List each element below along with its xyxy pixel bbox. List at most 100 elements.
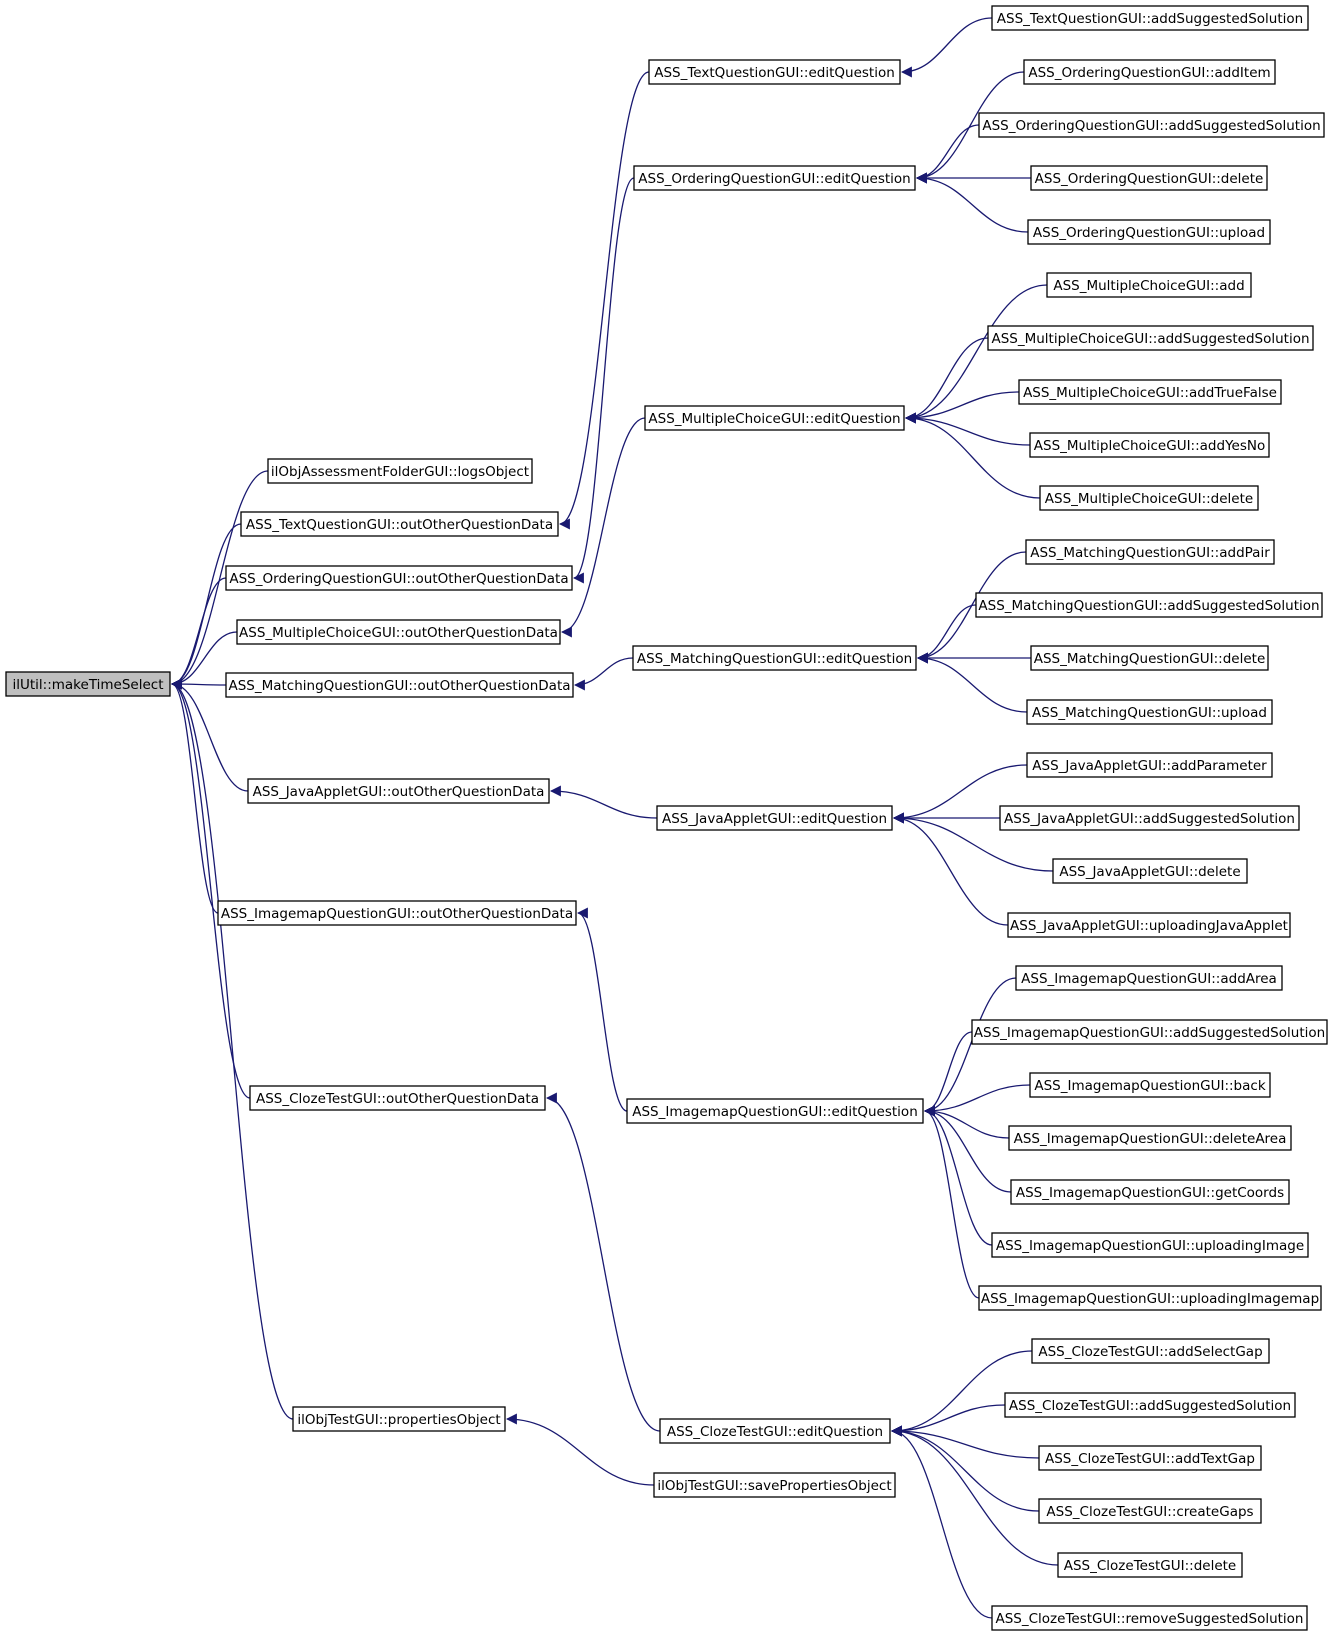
node-box [1007,912,1291,938]
node-box [292,1406,506,1432]
graph-node[interactable]: ASS_MultipleChoiceGUI::outOtherQuestionD… [236,619,561,645]
graph-node[interactable]: ASS_MatchingQuestionGUI::upload [1026,699,1273,725]
node-box [240,511,559,537]
edge-n9-to-n0 [170,678,294,1420]
node-box [1038,1445,1262,1471]
node-box [1039,485,1259,511]
graph-node[interactable]: ASS_TextQuestionGUI::addSuggestedSolutio… [991,5,1309,31]
graph-node[interactable]: ASS_ImagemapQuestionGUI::addArea [1015,965,1283,991]
graph-node[interactable]: ASS_OrderingQuestionGUI::delete [1030,165,1268,191]
graph-node[interactable]: ASS_ImagemapQuestionGUI::getCoords [1010,1179,1290,1205]
node-box [5,671,171,697]
graph-node[interactable]: ASS_ImagemapQuestionGUI::uploadingImage [991,1232,1309,1258]
graph-node[interactable]: ASS_MultipleChoiceGUI::addYesNo [1029,432,1270,458]
node-box [975,592,1323,618]
root-node[interactable]: ilUtil::makeTimeSelect [5,671,171,697]
node-label: ASS_ClozeTestGUI::addSelectGap [1038,1344,1262,1360]
graph-node[interactable]: ASS_ImagemapQuestionGUI::editQuestion [626,1098,924,1124]
node-box [991,1605,1308,1631]
graph-node[interactable]: ASS_MatchingQuestionGUI::editQuestion [632,645,917,671]
node-box [978,1285,1322,1311]
node-box [1052,858,1248,884]
graph-node[interactable]: ASS_MultipleChoiceGUI::editQuestion [644,405,905,431]
graph-node[interactable]: ASS_ImagemapQuestionGUI::addSuggestedSol… [971,1019,1328,1045]
graph-node[interactable]: ASS_JavaAppletGUI::uploadingJavaApplet [1007,912,1291,938]
graph-node[interactable]: ASS_MultipleChoiceGUI::addSuggestedSolut… [987,325,1314,351]
node-label: ASS_MatchingQuestionGUI::delete [1034,651,1266,667]
graph-node[interactable]: ASS_MatchingQuestionGUI::outOtherQuestio… [225,672,574,698]
edge-m5-to-n6 [549,785,658,819]
graph-node[interactable]: ASS_MultipleChoiceGUI::addTrueFalse [1018,379,1282,405]
graph-node[interactable]: ASS_JavaAppletGUI::addParameter [1026,752,1273,778]
graph-node[interactable]: ASS_MatchingQuestionGUI::addSuggestedSol… [975,592,1323,618]
node-label: ASS_MultipleChoiceGUI::outOtherQuestionD… [239,625,558,641]
graph-node[interactable]: ASS_ClozeTestGUI::addSuggestedSolution [1004,1392,1296,1418]
node-label: ASS_JavaAppletGUI::uploadingJavaApplet [1010,918,1288,934]
edge-r10-to-m3 [904,412,1041,499]
graph-node[interactable]: ilObjAssessmentFolderGUI::logsObject [267,458,533,484]
edge-r26-to-m7 [890,1350,1033,1437]
node-box [1031,1338,1270,1364]
node-label: ASS_MatchingQuestionGUI::editQuestion [637,651,912,667]
node-label: ASS_ImagemapQuestionGUI::uploadingImage [996,1238,1304,1254]
graph-node[interactable]: ASS_MatchingQuestionGUI::addPair [1025,539,1275,565]
graph-node[interactable]: ASS_MultipleChoiceGUI::delete [1039,485,1259,511]
node-label: ASS_JavaAppletGUI::editQuestion [662,811,887,827]
graph-node[interactable]: ASS_ImagemapQuestionGUI::uploadingImagem… [978,1285,1322,1311]
graph-node[interactable]: ASS_OrderingQuestionGUI::upload [1027,219,1271,245]
node-label: ASS_OrderingQuestionGUI::delete [1035,171,1264,187]
graph-node[interactable]: ASS_ImagemapQuestionGUI::deleteArea [1008,1125,1292,1151]
edge-r14-to-m4 [916,652,1028,713]
graph-node[interactable]: ASS_ImagemapQuestionGUI::back [1029,1072,1271,1098]
edge-n3-to-n0 [170,577,227,690]
graph-node[interactable]: ilObjTestGUI::savePropertiesObject [653,1472,896,1498]
edge-r21-to-m6 [923,1084,1031,1117]
graph-node[interactable]: ASS_ClozeTestGUI::addSelectGap [1031,1338,1270,1364]
node-box [1010,1179,1290,1205]
graph-node[interactable]: ASS_MatchingQuestionGUI::delete [1030,645,1269,671]
graph-node[interactable]: ASS_OrderingQuestionGUI::editQuestion [633,165,916,191]
node-box [1027,219,1271,245]
node-box [1008,1125,1292,1151]
node-box [987,325,1314,351]
node-label: ilObjAssessmentFolderGUI::logsObject [271,464,529,480]
node-box [1004,1392,1296,1418]
edge-m7-to-n8 [545,1092,661,1432]
edge-r2-to-m2 [915,71,1025,184]
node-box [225,672,574,698]
graph-node[interactable]: ASS_OrderingQuestionGUI::outOtherQuestio… [225,565,573,591]
graph-node[interactable]: ASS_TextQuestionGUI::outOtherQuestionDat… [240,511,559,537]
graph-node[interactable]: ASS_MultipleChoiceGUI::add [1046,272,1252,298]
graph-node[interactable]: ASS_ClozeTestGUI::createGaps [1038,1498,1262,1524]
graph-node[interactable]: ASS_JavaAppletGUI::delete [1052,858,1248,884]
graph-node[interactable]: ASS_ClozeTestGUI::delete [1057,1552,1243,1578]
node-label: ASS_MatchingQuestionGUI::upload [1032,705,1267,721]
graph-node[interactable]: ASS_TextQuestionGUI::editQuestion [648,59,901,85]
node-box [978,112,1325,138]
node-box [1030,165,1268,191]
node-label: ASS_OrderingQuestionGUI::addSuggestedSol… [982,118,1320,134]
graph-node[interactable]: ASS_OrderingQuestionGUI::addItem [1023,59,1276,85]
node-label: ASS_JavaAppletGUI::addParameter [1032,758,1267,774]
graph-node[interactable]: ASS_JavaAppletGUI::editQuestion [656,805,893,831]
node-box [1026,699,1273,725]
node-label: ASS_ImagemapQuestionGUI::editQuestion [632,1104,918,1120]
graph-node[interactable]: ASS_ClozeTestGUI::addTextGap [1038,1445,1262,1471]
node-box [1038,1498,1262,1524]
edge-m6-to-n7 [576,907,628,1112]
graph-node[interactable]: ASS_ImagemapQuestionGUI::outOtherQuestio… [217,900,577,926]
node-label: ASS_MultipleChoiceGUI::addTrueFalse [1023,385,1277,401]
edges [170,17,1059,1619]
graph-node[interactable]: ASS_ClozeTestGUI::removeSuggestedSolutio… [991,1605,1308,1631]
graph-node[interactable]: ASS_ClozeTestGUI::outOtherQuestionData [249,1085,546,1111]
node-box [656,805,893,831]
node-box [648,59,901,85]
graph-node[interactable]: ASS_JavaAppletGUI::addSuggestedSolution [999,805,1300,831]
graph-node[interactable]: ASS_OrderingQuestionGUI::addSuggestedSol… [978,112,1325,138]
edge-r18-to-m5 [892,812,1009,926]
graph-node[interactable]: ASS_JavaAppletGUI::outOtherQuestionData [247,778,550,804]
node-label: ASS_MultipleChoiceGUI::delete [1045,491,1253,507]
graph-node[interactable]: ilObjTestGUI::propertiesObject [292,1406,506,1432]
edge-r8-to-m3 [904,391,1020,424]
graph-node[interactable]: ASS_ClozeTestGUI::editQuestion [659,1418,891,1444]
